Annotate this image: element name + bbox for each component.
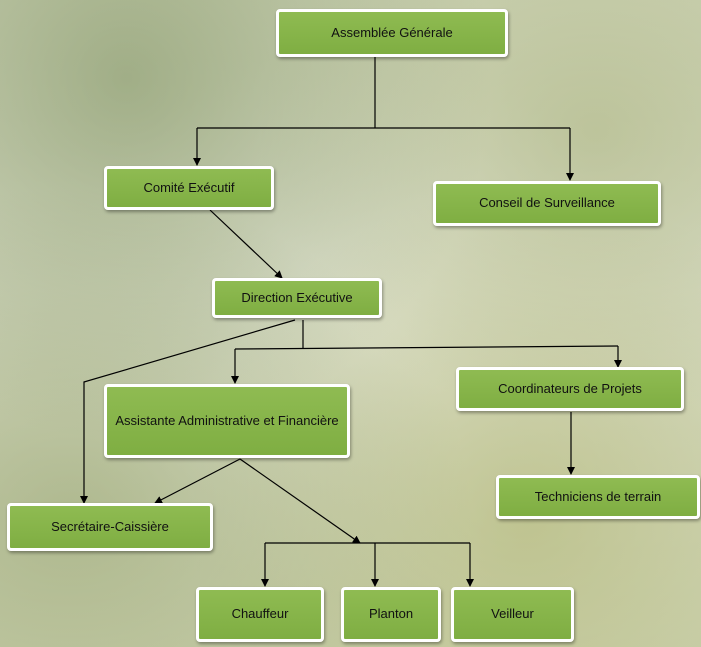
node-coordinateurs-projets: Coordinateurs de Projets — [456, 367, 684, 411]
node-secretaire-caissiere: Secrétaire-Caissière — [7, 503, 213, 551]
node-assemblee-generale: Assemblée Générale — [276, 9, 508, 57]
node-direction-executive: Direction Exécutive — [212, 278, 382, 318]
node-label: Planton — [368, 606, 414, 622]
edge-direction-secretaire — [80, 319, 296, 504]
edge-direction-bar — [234, 345, 619, 350]
node-conseil-surveillance: Conseil de Surveillance — [433, 181, 661, 226]
node-label: Chauffeur — [231, 606, 289, 622]
node-comite-executif: Comité Exécutif — [104, 166, 274, 210]
node-veilleur: Veilleur — [451, 587, 574, 642]
node-label: Conseil de Surveillance — [479, 195, 615, 211]
node-label: Direction Exécutive — [241, 289, 353, 305]
node-label: Techniciens de terrain — [534, 488, 662, 504]
edge-assistante-staff — [239, 458, 361, 544]
node-label: Secrétaire-Caissière — [51, 518, 169, 534]
node-label: Veilleur — [491, 606, 534, 622]
node-label: Assemblée Générale — [331, 24, 453, 40]
node-chauffeur: Chauffeur — [196, 587, 324, 642]
node-label: Assistante Administrative et Financière — [115, 412, 339, 428]
node-label: Coordinateurs de Projets — [498, 380, 642, 396]
node-planton: Planton — [341, 587, 441, 642]
node-techniciens-terrain: Techniciens de terrain — [496, 475, 700, 519]
node-label: Comité Exécutif — [143, 179, 235, 195]
edge-comite-direction — [209, 209, 283, 279]
node-assistante-administrative: Assistante Administrative et Financière — [104, 384, 350, 458]
edge-assistante-secretaire — [154, 458, 241, 504]
